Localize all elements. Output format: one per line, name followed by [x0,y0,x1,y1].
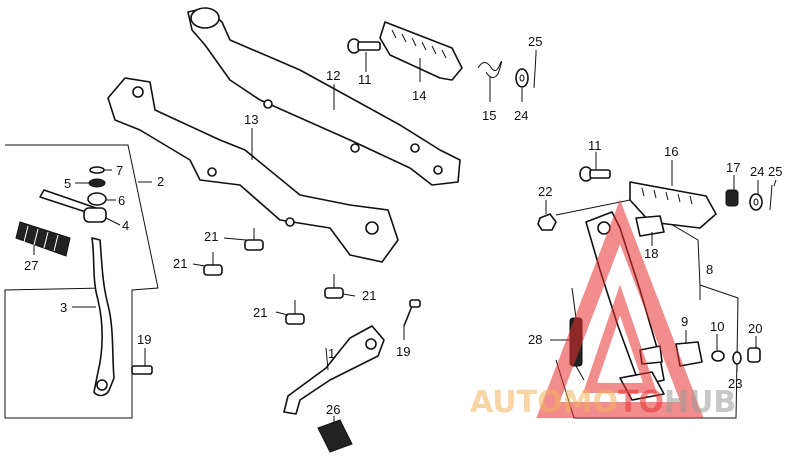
callout-2: 2 [157,174,164,189]
callout-19-left: 19 [137,332,151,347]
callout-15: 15 [482,108,496,123]
footpeg-part [379,21,463,81]
spring-17-part [725,189,739,207]
callout-8: 8 [706,262,713,277]
washer-parts [87,166,107,206]
callout-17: 17 [726,160,740,175]
callout-20: 20 [748,321,762,336]
callout-23: 23 [728,376,742,391]
callout-labels: 1 2 3 4 5 6 7 8 9 10 11 11 12 13 14 15 1… [24,34,782,417]
callout-9: 9 [681,314,688,329]
washer-right-part [749,193,763,211]
callout-28: 28 [528,332,542,347]
callout-24-right: 24 [750,164,764,179]
callout-4: 4 [122,218,129,233]
change-pedal-part [91,237,115,397]
callout-25-right: 25 [768,164,782,179]
callout-14: 14 [412,88,426,103]
callout-6: 6 [118,193,125,208]
callout-21-a: 21 [204,229,218,244]
step-holder-part [107,77,399,263]
cotter-pin-right-part [769,184,773,211]
callout-19-center: 19 [396,344,410,359]
bracket-18-part [635,215,665,237]
washer-part [515,68,529,88]
washer-10-part [711,350,725,362]
callout-3: 3 [60,300,67,315]
callout-7: 7 [116,163,123,178]
bolt-21-parts [203,228,344,325]
pedal-shaft-part [39,189,107,223]
callout-24-top: 24 [514,108,528,123]
bolt-22-part [537,213,557,231]
bolt-19-part [403,299,421,327]
kick-arm-part [283,325,385,415]
callout-26: 26 [326,402,340,417]
bolt-20-part [747,347,761,363]
callout-11-right: 11 [588,138,602,153]
callout-27: 27 [24,258,38,273]
callout-13: 13 [244,112,258,127]
callout-16: 16 [664,144,678,159]
step-bar-part [187,7,461,186]
pin-right-part [579,166,611,182]
callout-18: 18 [644,246,658,261]
cotter-pin-part [533,53,537,89]
watermark-logo: AUTOMOTOHUB [470,199,736,420]
callout-1: 1 [328,346,335,361]
callout-12: 12 [326,68,340,83]
watermark-text-c: HUB [664,385,736,420]
spring-part [477,61,503,78]
bolt-part [131,365,153,375]
callout-5: 5 [64,176,71,191]
callout-21-c: 21 [362,288,376,303]
callout-21-b: 21 [173,256,187,271]
pedal-rubber-part [15,221,71,257]
callout-11-top: 11 [358,72,372,87]
pin-part [347,38,381,54]
kick-rubber-part [317,419,353,453]
watermark-text-b: TO [618,385,664,420]
callout-25-top: 25 [528,34,542,49]
washer-23-part [732,351,742,365]
callout-10: 10 [710,319,724,334]
leader-lines [33,50,777,424]
left-group-outline [4,144,159,419]
callout-21-d: 21 [253,305,267,320]
callout-22: 22 [538,184,552,199]
watermark-text-a: AUTOMO [470,385,618,420]
svg-text:AUTOMOTOHUB: AUTOMOTOHUB [470,385,736,420]
